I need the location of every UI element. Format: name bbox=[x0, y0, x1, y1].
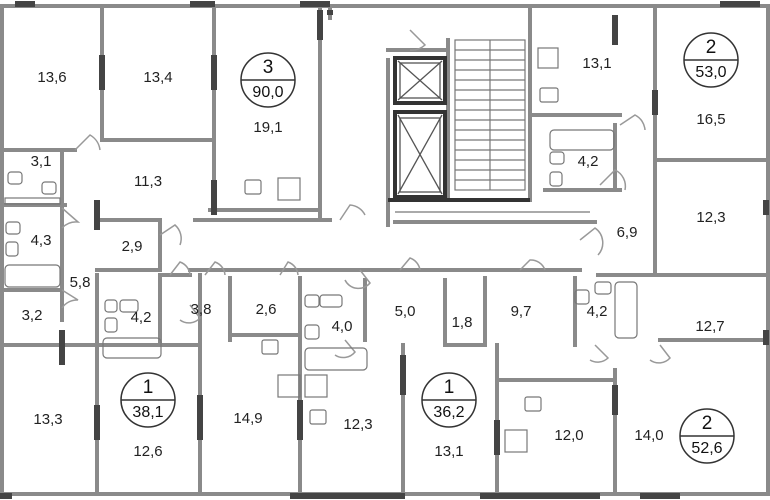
room-area-3-8: 3,8 bbox=[191, 301, 212, 318]
room-area-2-9: 2,9 bbox=[122, 238, 143, 255]
apartment-badge-1-center: 1 36,2 bbox=[421, 372, 477, 428]
apartment-badge-2-bottom: 2 52,6 bbox=[679, 408, 735, 464]
room-area-13-1-bottom: 13,1 bbox=[434, 443, 463, 460]
room-area-4-2-right: 4,2 bbox=[587, 303, 608, 320]
room-area-19-1: 19,1 bbox=[253, 119, 282, 136]
walls bbox=[0, 4, 770, 496]
room-area-2-6: 2,6 bbox=[256, 301, 277, 318]
room-area-4-2-left: 4,2 bbox=[131, 309, 152, 326]
apartment-badge-3: 3 90,0 bbox=[240, 52, 296, 108]
apartment-total-area: 36,2 bbox=[433, 404, 464, 421]
stair-steps bbox=[395, 39, 590, 213]
room-area-14-9: 14,9 bbox=[233, 410, 262, 427]
room-area-12-3-right: 12,3 bbox=[696, 209, 725, 226]
door-swings bbox=[61, 29, 671, 364]
room-area-5-0: 5,0 bbox=[395, 303, 416, 320]
apartment-total-area: 52,6 bbox=[691, 440, 722, 457]
room-area-1-8: 1,8 bbox=[452, 314, 473, 331]
room-area-11-3: 11,3 bbox=[134, 173, 162, 190]
room-area-12-7: 12,7 bbox=[695, 318, 724, 335]
apartment-badge-1-left: 1 38,1 bbox=[120, 372, 176, 428]
apartment-rooms: 1 bbox=[143, 377, 154, 398]
room-area-4-3: 4,3 bbox=[31, 232, 52, 249]
apartment-rooms: 3 bbox=[263, 57, 274, 78]
stair-core bbox=[388, 56, 530, 202]
room-labels: 13,6 13,4 19,1 3,1 11,3 4,3 2,9 5,8 3,2 … bbox=[22, 55, 726, 460]
apartment-total-area: 90,0 bbox=[252, 84, 283, 101]
apartment-rooms: 1 bbox=[444, 377, 455, 398]
room-area-13-4: 13,4 bbox=[143, 69, 172, 86]
apartment-rooms: 2 bbox=[706, 37, 717, 58]
room-area-14-0: 14,0 bbox=[634, 427, 663, 444]
room-area-4-0: 4,0 bbox=[332, 318, 353, 335]
room-area-12-0: 12,0 bbox=[554, 427, 583, 444]
room-area-12-3-bottom: 12,3 bbox=[343, 416, 372, 433]
fixtures bbox=[4, 47, 638, 453]
room-area-9-7: 9,7 bbox=[511, 303, 532, 320]
room-area-12-6: 12,6 bbox=[133, 443, 162, 460]
room-area-5-8: 5,8 bbox=[70, 274, 91, 291]
room-area-3-2: 3,2 bbox=[22, 307, 43, 324]
room-area-13-1-top: 13,1 bbox=[582, 55, 611, 72]
room-area-4-2-top: 4,2 bbox=[578, 153, 599, 170]
apartment-badge-2-top: 2 53,0 bbox=[683, 32, 739, 88]
room-area-13-6: 13,6 bbox=[37, 69, 66, 86]
room-area-3-1: 3,1 bbox=[31, 153, 52, 170]
room-area-6-9: 6,9 bbox=[617, 224, 638, 241]
apartment-rooms: 2 bbox=[702, 413, 713, 434]
room-area-13-3: 13,3 bbox=[33, 411, 62, 428]
elevator-cross bbox=[397, 60, 443, 195]
apartment-total-area: 53,0 bbox=[695, 64, 726, 81]
apartment-total-area: 38,1 bbox=[132, 404, 163, 421]
room-area-16-5: 16,5 bbox=[696, 111, 725, 128]
